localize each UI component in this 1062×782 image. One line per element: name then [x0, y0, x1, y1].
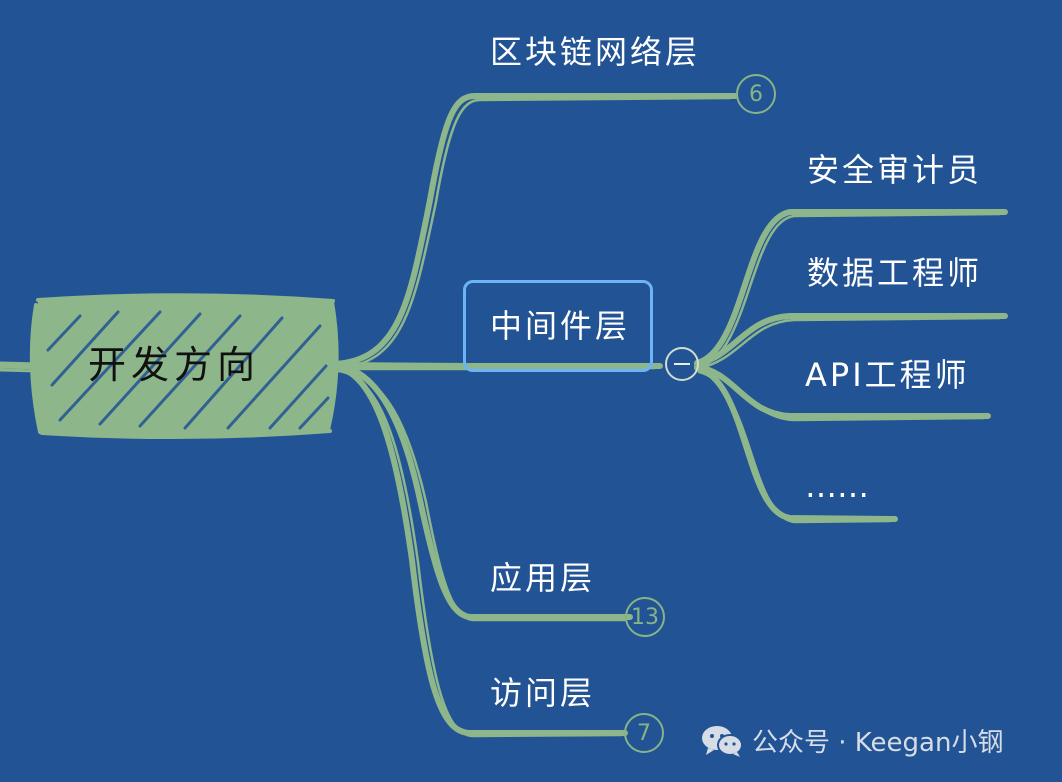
collapsed-count-badge[interactable]: 13 [625, 597, 665, 637]
branch-label-blockchain-network[interactable]: 区块链网络层 [490, 33, 701, 71]
child-label-ellipsis[interactable]: …… [805, 467, 869, 505]
branch-label-access[interactable]: 访问层 [490, 674, 596, 712]
child-label-api-engineer[interactable]: API工程师 [805, 356, 970, 394]
selected-node-middleware[interactable] [463, 280, 653, 372]
root-node-shape [29, 293, 339, 440]
branch-label-application[interactable]: 应用层 [490, 559, 596, 597]
wechat-icon [702, 725, 743, 757]
child-label-security-auditor[interactable]: 安全审计员 [807, 151, 983, 189]
watermark-text: 公众号 · Keegan小钢 [752, 728, 1004, 758]
root-node-label[interactable]: 开发方向 [88, 343, 261, 387]
child-label-data-engineer[interactable]: 数据工程师 [807, 254, 983, 292]
watermark: 公众号 · Keegan小钢 [700, 722, 1003, 759]
root-hatching [46, 310, 330, 430]
collapse-toggle-icon[interactable] [665, 347, 699, 381]
collapsed-count-badge[interactable]: 6 [736, 74, 776, 114]
collapsed-count-badge[interactable]: 7 [624, 713, 664, 753]
branch-label-middleware[interactable]: 中间件层 [490, 307, 631, 345]
